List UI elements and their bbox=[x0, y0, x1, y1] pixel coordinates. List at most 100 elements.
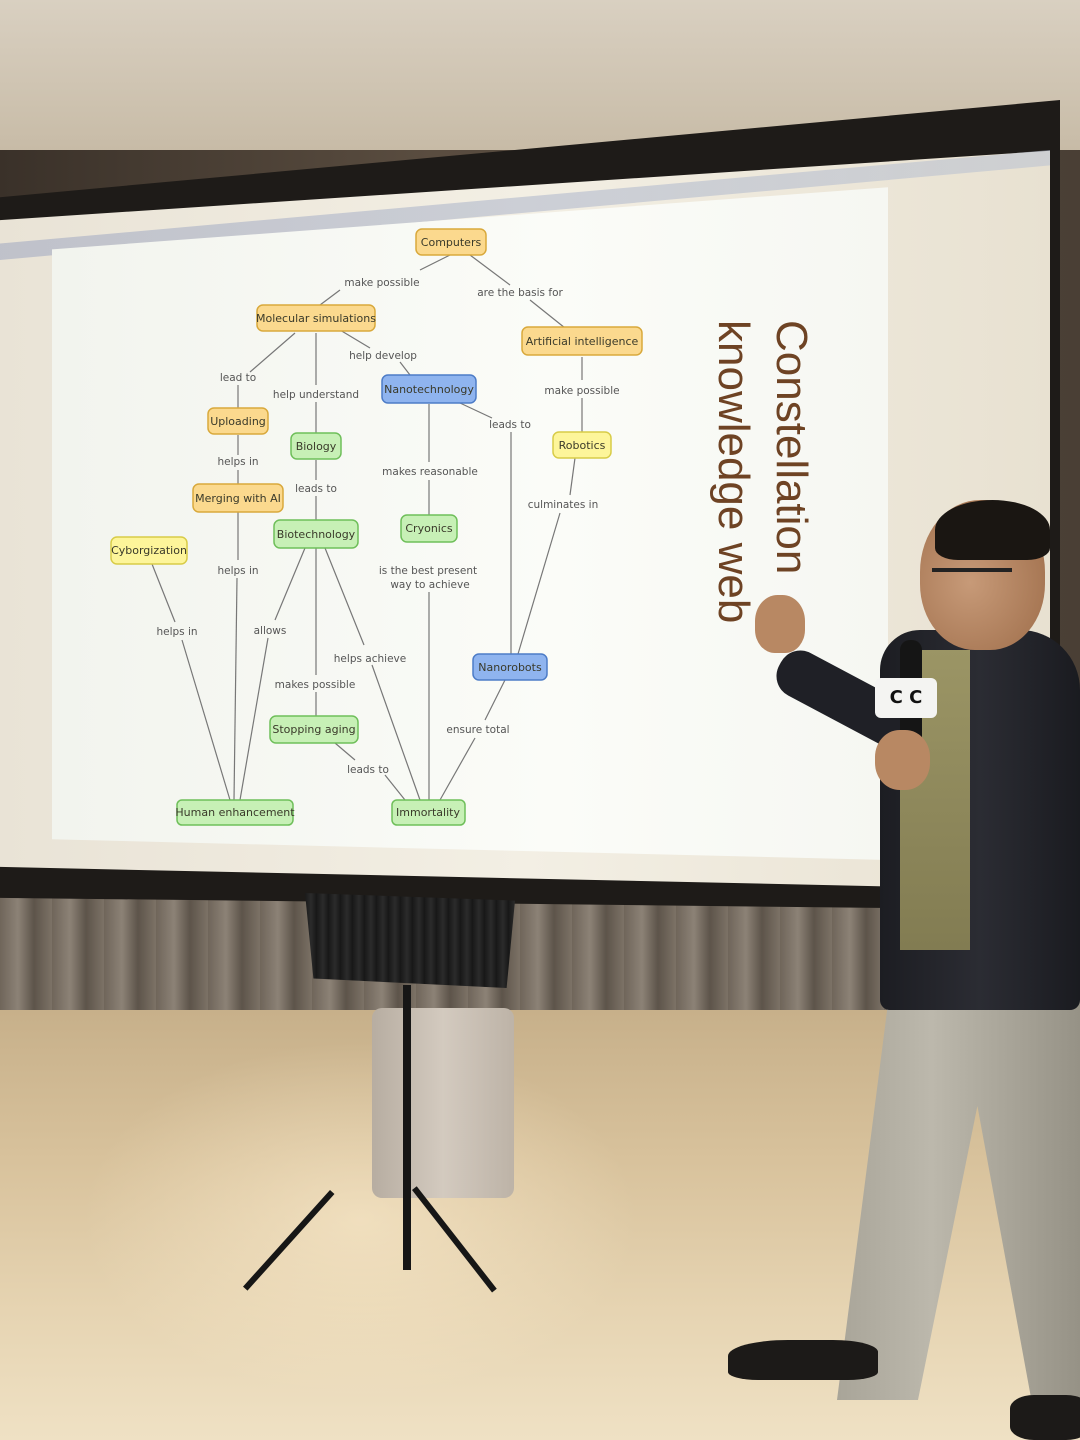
slide-title-line2: knowledge web bbox=[709, 320, 758, 624]
node-label: Biotechnology bbox=[277, 528, 356, 541]
node-uploading: Uploading bbox=[207, 407, 269, 435]
presenter-shoe bbox=[1010, 1395, 1080, 1440]
edge-line bbox=[419, 254, 451, 271]
node-nanorobots: Nanorobots bbox=[472, 653, 548, 681]
node-box bbox=[381, 374, 477, 404]
music-stand-desk bbox=[305, 893, 515, 988]
edge-line bbox=[151, 563, 176, 623]
edge-label: help develop bbox=[349, 350, 417, 362]
node-cyborgization: Cyborgization bbox=[110, 536, 188, 565]
node-robotics: Robotics bbox=[552, 431, 612, 459]
diagram-nodes: Computers Molecular simulations Artifici… bbox=[110, 228, 643, 826]
edge-label: make possible bbox=[344, 277, 419, 289]
node-immortality: Immortality bbox=[391, 799, 466, 826]
node-human-enhancement: Human enhancement bbox=[175, 799, 295, 826]
edge-label: way to achieve bbox=[390, 579, 469, 591]
node-label: Stopping aging bbox=[272, 723, 355, 736]
edge-label: lead to bbox=[220, 372, 256, 384]
edge-label: are the basis for bbox=[477, 287, 563, 299]
presenter-shoe bbox=[728, 1340, 878, 1380]
node-molecular-simulations: Molecular simulations bbox=[256, 304, 376, 332]
node-box bbox=[552, 431, 612, 459]
edge-label: helps in bbox=[156, 626, 197, 638]
edge-line bbox=[371, 664, 421, 801]
node-artificial-intelligence: Artificial intelligence bbox=[521, 326, 643, 356]
node-biology: Biology bbox=[290, 432, 342, 460]
node-box bbox=[521, 326, 643, 356]
node-box bbox=[400, 514, 458, 543]
edge-line bbox=[249, 332, 296, 373]
node-label: Computers bbox=[421, 236, 482, 249]
node-label: Artificial intelligence bbox=[526, 335, 639, 348]
edge-label: helps in bbox=[217, 456, 258, 468]
microphone-flag-logo: C C bbox=[875, 678, 937, 718]
node-box bbox=[472, 653, 548, 681]
edge-label: makes reasonable bbox=[382, 466, 478, 478]
node-box bbox=[391, 799, 466, 826]
edge-line bbox=[517, 512, 561, 655]
edge-label: allows bbox=[254, 625, 287, 637]
edge-line bbox=[439, 737, 476, 801]
edge-label: ensure total bbox=[446, 724, 509, 736]
presenter-mic-hand bbox=[875, 730, 930, 790]
node-stopping-aging: Stopping aging bbox=[269, 715, 359, 744]
diagram-edges bbox=[151, 254, 583, 801]
node-box bbox=[207, 407, 269, 435]
node-label: Biology bbox=[296, 440, 337, 453]
node-label: Nanorobots bbox=[478, 661, 542, 674]
node-box bbox=[176, 799, 294, 826]
edge-line bbox=[384, 774, 406, 801]
edge-line bbox=[239, 637, 269, 801]
presenter-glasses bbox=[932, 568, 1012, 572]
node-label: Immortality bbox=[396, 806, 460, 819]
node-biotechnology: Biotechnology bbox=[273, 519, 359, 549]
stool bbox=[372, 1008, 514, 1198]
floor-reflection bbox=[80, 1040, 640, 1400]
slide-title: Constellation knowledge web bbox=[690, 320, 820, 700]
node-nanotechnology: Nanotechnology bbox=[381, 374, 477, 404]
music-stand-pole bbox=[403, 985, 411, 1270]
node-label: Nanotechnology bbox=[384, 383, 474, 396]
presenter-hair bbox=[935, 500, 1050, 560]
edge-label: culminates in bbox=[528, 499, 599, 511]
edge-label: help understand bbox=[273, 389, 359, 401]
node-box bbox=[290, 432, 342, 460]
edge-line bbox=[233, 577, 238, 801]
edge-label: leads to bbox=[489, 419, 531, 431]
edge-line bbox=[324, 547, 365, 646]
node-cryonics: Cryonics bbox=[400, 514, 458, 543]
node-label: Cyborgization bbox=[111, 544, 187, 557]
node-box bbox=[256, 304, 376, 332]
edge-line bbox=[274, 547, 306, 621]
edge-label: make possible bbox=[544, 385, 619, 397]
node-merging-with-ai: Merging with AI bbox=[192, 483, 284, 513]
edge-label: is the best present bbox=[379, 565, 477, 577]
edge-label: leads to bbox=[295, 483, 337, 495]
edge-label: leads to bbox=[347, 764, 389, 776]
node-label: Human enhancement bbox=[175, 806, 295, 819]
slide-title-line1: Constellation bbox=[767, 320, 816, 575]
edge-line bbox=[181, 639, 231, 801]
edge-line bbox=[484, 679, 506, 721]
node-box bbox=[110, 536, 188, 565]
edge-line bbox=[529, 299, 566, 329]
edge-line bbox=[469, 254, 511, 286]
node-label: Uploading bbox=[210, 415, 266, 428]
edge-line bbox=[459, 402, 493, 419]
presenter: C C bbox=[720, 500, 1080, 1440]
edge-line bbox=[319, 289, 341, 306]
node-label: Molecular simulations bbox=[256, 312, 376, 325]
presenter-pointing-hand bbox=[755, 595, 805, 653]
node-computers: Computers bbox=[415, 228, 487, 256]
edge-line bbox=[339, 329, 371, 349]
node-box bbox=[269, 715, 359, 744]
presenter-pants bbox=[837, 980, 1080, 1400]
node-label: Robotics bbox=[559, 439, 606, 452]
edge-label: helps in bbox=[217, 565, 258, 577]
diagram-edge-labels: make possible are the basis for help dev… bbox=[156, 277, 619, 776]
node-box bbox=[192, 483, 284, 513]
node-box bbox=[273, 519, 359, 549]
edge-label: makes possible bbox=[275, 679, 356, 691]
